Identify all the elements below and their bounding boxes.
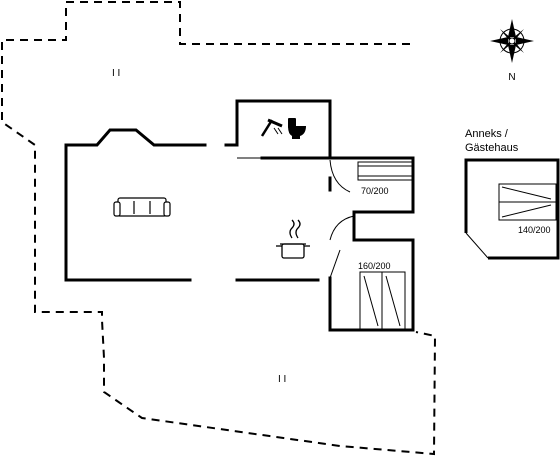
- terrace-outline-top: [1, 1, 437, 456]
- annex-title-line2: Gästehaus: [465, 142, 519, 154]
- living-room-wall: [64, 128, 207, 282]
- water-2: [277, 127, 283, 135]
- pot-body: [281, 243, 305, 259]
- annex-outline: [464, 158, 560, 260]
- water-1: [273, 127, 279, 135]
- terrace-mark-north: I I: [112, 68, 120, 79]
- shower-hose: [260, 119, 274, 137]
- shower-water: [273, 127, 283, 135]
- sofa-arm-left: [113, 201, 121, 217]
- bedroom-1-bed-label: 70/200: [361, 186, 389, 196]
- door-swing-room3: [329, 249, 341, 279]
- bed-140x200-diag1: [501, 186, 552, 200]
- toilet-icon: [288, 118, 306, 139]
- door-swings: [237, 157, 355, 279]
- toilet-bowl: [288, 126, 306, 139]
- house-walls: [64, 99, 415, 332]
- sofa-icon: [113, 197, 171, 217]
- annex-walls: [464, 158, 560, 260]
- sofa-arm-right: [163, 201, 171, 217]
- bedroom-wall: [328, 238, 415, 332]
- compass-rose-icon: [490, 19, 534, 63]
- annex-door: [465, 232, 489, 259]
- bed-140x200-diag2: [501, 204, 552, 218]
- shower-icon: [260, 118, 283, 137]
- compass-point-n: [508, 19, 516, 37]
- annex-title-line1: Anneks /: [465, 128, 509, 140]
- bathroom-wall: [235, 99, 332, 160]
- door-swing-room2: [329, 215, 355, 241]
- compass-center: [508, 37, 516, 45]
- terrace-mark-south: I I: [278, 374, 286, 385]
- bed-70x200-frame: [357, 161, 413, 181]
- compass-point-ne: [513, 29, 524, 40]
- door-swing-room1: [329, 159, 351, 193]
- compass-point-s: [508, 45, 516, 63]
- compass-point-nw: [500, 29, 511, 40]
- bed-160x200: [359, 271, 406, 330]
- compass-point-sw: [500, 42, 511, 53]
- bathroom-south-wall: [260, 156, 415, 214]
- bed-70x200: [357, 161, 413, 181]
- compass-point-se: [513, 42, 524, 53]
- terrace-outline: [1, 1, 437, 456]
- sofa-back: [117, 197, 167, 217]
- bed-160x200-diag1: [363, 275, 379, 327]
- cooking-pot-icon: [276, 219, 310, 259]
- compass-point-w: [490, 37, 508, 45]
- bed-140x200: [498, 183, 557, 221]
- bedroom-2-bed-label: 160/200: [358, 261, 391, 271]
- pot-steam: [289, 219, 301, 239]
- shower-head: [267, 118, 283, 128]
- compass-north-label: N: [508, 72, 515, 83]
- toilet-tank: [288, 118, 296, 128]
- annex-bed-label: 140/200: [518, 225, 551, 235]
- bed-160x200-diag2: [385, 275, 401, 327]
- compass-point-e: [516, 37, 534, 45]
